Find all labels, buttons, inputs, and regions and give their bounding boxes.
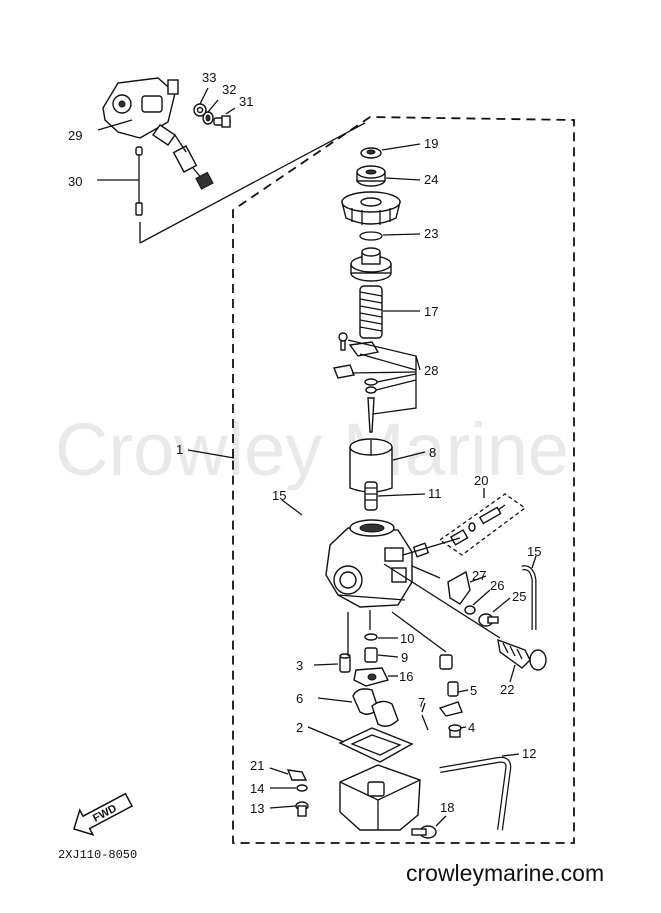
- screw-13: [295, 801, 309, 817]
- callout-29: 29: [68, 128, 82, 143]
- callout-16: 16: [399, 669, 413, 684]
- screw-5: [438, 654, 463, 717]
- callout-25: 25: [512, 589, 526, 604]
- callout-7: 7: [418, 695, 425, 710]
- clip-21: [286, 769, 308, 781]
- callout-23: 23: [424, 226, 438, 241]
- callout-13: 13: [250, 801, 264, 816]
- assembly-boundary: [139, 116, 575, 844]
- callout-17: 17: [424, 304, 438, 319]
- callout-15-left: 15: [272, 488, 286, 503]
- callout-15-right: 15: [527, 544, 541, 559]
- spring-17: [359, 285, 383, 339]
- screw-25: [478, 613, 499, 627]
- washer-26: [464, 605, 476, 615]
- leader-lines: [97, 87, 537, 827]
- pilot-screw-set-20: [438, 493, 527, 556]
- callout-10: 10: [400, 631, 414, 646]
- callout-4: 4: [468, 720, 475, 735]
- washer-14: [296, 784, 308, 792]
- callout-14: 14: [250, 781, 264, 796]
- pin-7: [421, 714, 429, 731]
- callout-6: 6: [296, 691, 303, 706]
- fwd-label: FWD: [91, 802, 119, 824]
- pipe-12: [439, 756, 512, 831]
- site-footer: crowleymarine.com: [406, 860, 604, 886]
- diagram-code: 2XJ110-8050: [58, 848, 137, 862]
- callout-21: 21: [250, 758, 264, 773]
- callout-33: 33: [202, 70, 216, 85]
- fwd-arrow-icon: FWD: [73, 792, 134, 836]
- throttle-valve-8: [349, 438, 393, 493]
- screw-4: [448, 724, 462, 738]
- callout-8: 8: [429, 445, 436, 460]
- callout-12: 12: [522, 746, 536, 761]
- needle-jet-11: [364, 481, 378, 511]
- pipe-15-right: [521, 565, 537, 630]
- float-bowl: [339, 764, 421, 831]
- pipe-15-left: [296, 507, 346, 573]
- callouts: 33 32 31 29 30 19 24 23 17 28 1 8 11 15 …: [68, 70, 541, 816]
- callout-11: 11: [428, 486, 442, 501]
- screw-31: [213, 115, 231, 128]
- callout-30: 30: [68, 174, 82, 189]
- callout-2: 2: [296, 720, 303, 735]
- throttle-housing-29: [102, 77, 214, 190]
- gasket-2: [338, 727, 414, 763]
- mixing-chamber-top: [341, 191, 401, 225]
- cable-30: [135, 146, 143, 216]
- callout-20: 20: [474, 473, 488, 488]
- callout-31: 31: [239, 94, 253, 109]
- callout-28: 28: [424, 363, 438, 378]
- screw-18: [411, 825, 437, 839]
- callout-26: 26: [490, 578, 504, 593]
- callout-32: 32: [222, 82, 236, 97]
- callout-22: 22: [500, 682, 514, 697]
- callout-3: 3: [296, 658, 303, 673]
- watermark-text: Crowley Marine: [55, 408, 569, 491]
- plate-27: [447, 570, 471, 605]
- callout-24: 24: [424, 172, 438, 187]
- callout-1: 1: [176, 442, 183, 457]
- callout-9: 9: [401, 650, 408, 665]
- float-needle-16: [353, 667, 390, 687]
- float-6: [352, 688, 399, 727]
- washer-19: [360, 147, 382, 159]
- washer-10: [364, 633, 378, 641]
- cap-plate: [350, 247, 392, 282]
- o-ring-23: [359, 231, 383, 241]
- washer-33: [193, 103, 207, 117]
- callout-27: 27: [472, 568, 486, 583]
- nut-24: [356, 165, 386, 187]
- callout-5: 5: [470, 683, 477, 698]
- callout-18: 18: [440, 800, 454, 815]
- throttle-stop-screw-22: [497, 638, 547, 671]
- jet-9: [364, 647, 378, 663]
- carburetor-body: [325, 519, 441, 608]
- jet-3: [339, 653, 351, 673]
- callout-19: 19: [424, 136, 438, 151]
